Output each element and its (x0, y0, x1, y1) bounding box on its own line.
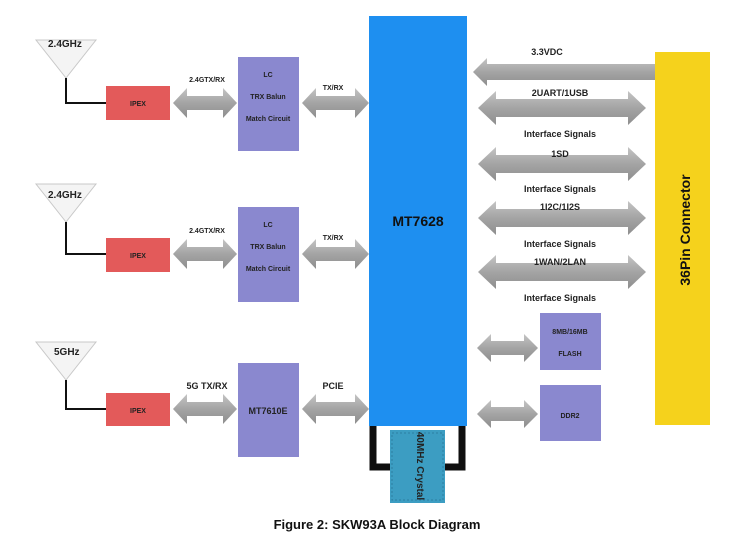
double-arrow (302, 394, 369, 424)
double-arrow (173, 394, 237, 424)
ipex-label: IPEX (130, 408, 146, 415)
power-label: 3.3VDC (531, 47, 563, 57)
link-label: TX/RX (323, 235, 344, 242)
link-label: TX/RX (323, 85, 344, 92)
lc-block-line: LC (263, 222, 272, 229)
interface-signals-2: 1SD Interface Signals (478, 147, 646, 194)
double-arrow (478, 201, 646, 235)
double-arrow (302, 88, 369, 118)
antenna-label: 2.4GHz (48, 39, 82, 50)
ipex-label: IPEX (130, 253, 146, 260)
interface-signals-1: 2UART/1USB Interface Signals (478, 88, 646, 139)
connector-label: 36Pin Connector (677, 174, 693, 286)
flash-label: FLASH (558, 351, 581, 358)
rf-chain-3: 5GHz IPEX 5G TX/RX MT7610E PCIE (34, 341, 369, 457)
antenna-feed-line (65, 222, 106, 255)
link-label: 5G TX/RX (186, 381, 227, 391)
interface-top-label: 1I2C/1I2S (540, 202, 580, 212)
double-arrow (173, 239, 237, 269)
36pin-connector-block (655, 52, 710, 425)
double-arrow (478, 91, 646, 125)
interface-signals-3: 1I2C/1I2S Interface Signals (478, 201, 646, 249)
power-arrow (473, 58, 655, 86)
interface-signals-4: 1WAN/2LAN Interface Signals (478, 255, 646, 303)
crystal-pins (391, 432, 444, 501)
interface-bottom-label: Interface Signals (524, 293, 596, 303)
antenna-icon (34, 183, 98, 223)
lc-block-line: Match Circuit (246, 266, 291, 273)
interface-bottom-label: Interface Signals (524, 239, 596, 249)
double-arrow (477, 400, 538, 428)
antenna-feed-line (65, 78, 106, 104)
link-label: 2.4GTX/RX (189, 77, 225, 84)
double-arrow (477, 334, 538, 362)
interface-bottom-label: Interface Signals (524, 184, 596, 194)
soc-label: MT7628 (392, 213, 444, 229)
crystal-bracket (369, 426, 466, 471)
flash-block (540, 313, 601, 370)
crystal-label: 40MHz Crystal (414, 432, 425, 501)
double-arrow (478, 147, 646, 181)
double-arrow (478, 255, 646, 289)
antenna-label: 5GHz (54, 347, 80, 358)
lc-balun-block (238, 57, 299, 151)
antenna-icon (34, 39, 98, 79)
lc-balun-block (238, 207, 299, 302)
lc-block-line: Match Circuit (246, 116, 291, 123)
ipex-label: IPEX (130, 101, 146, 108)
rf-chain-2: 2.4GHz IPEX 2.4GTX/RX LC TRX Balun Match… (34, 183, 369, 302)
mt7610e-block (238, 363, 299, 457)
interface-top-label: 1WAN/2LAN (534, 257, 586, 267)
antenna-label: 2.4GHz (48, 190, 82, 201)
interface-top-label: 1SD (551, 149, 569, 159)
lc-block-line: LC (263, 72, 272, 79)
ddr2-label: DDR2 (560, 413, 579, 420)
rf-chain-1: 2.4GHz IPEX 2.4GTX/RX LC TRX Balun Match… (34, 39, 369, 151)
lc-block-line: TRX Balun (250, 94, 285, 101)
ipex-connector (106, 393, 170, 426)
double-arrow (173, 88, 237, 118)
lc-block-line: TRX Balun (250, 244, 285, 251)
interface-top-label: 2UART/1USB (532, 88, 589, 98)
mt7610e-label: MT7610E (248, 406, 287, 416)
mt7628-soc-block (369, 16, 467, 426)
antenna-feed-line (65, 380, 106, 410)
ddr2-block (540, 385, 601, 441)
antenna-icon (34, 341, 98, 381)
ipex-connector (106, 238, 170, 272)
crystal-block (390, 430, 445, 503)
link-label: PCIE (322, 381, 343, 391)
interface-bottom-label: Interface Signals (524, 129, 596, 139)
figure-caption: Figure 2: SKW93A Block Diagram (273, 517, 481, 532)
flash-label: 8MB/16MB (552, 329, 587, 336)
ipex-connector (106, 86, 170, 120)
link-label: 2.4GTX/RX (189, 228, 225, 235)
double-arrow (302, 239, 369, 269)
